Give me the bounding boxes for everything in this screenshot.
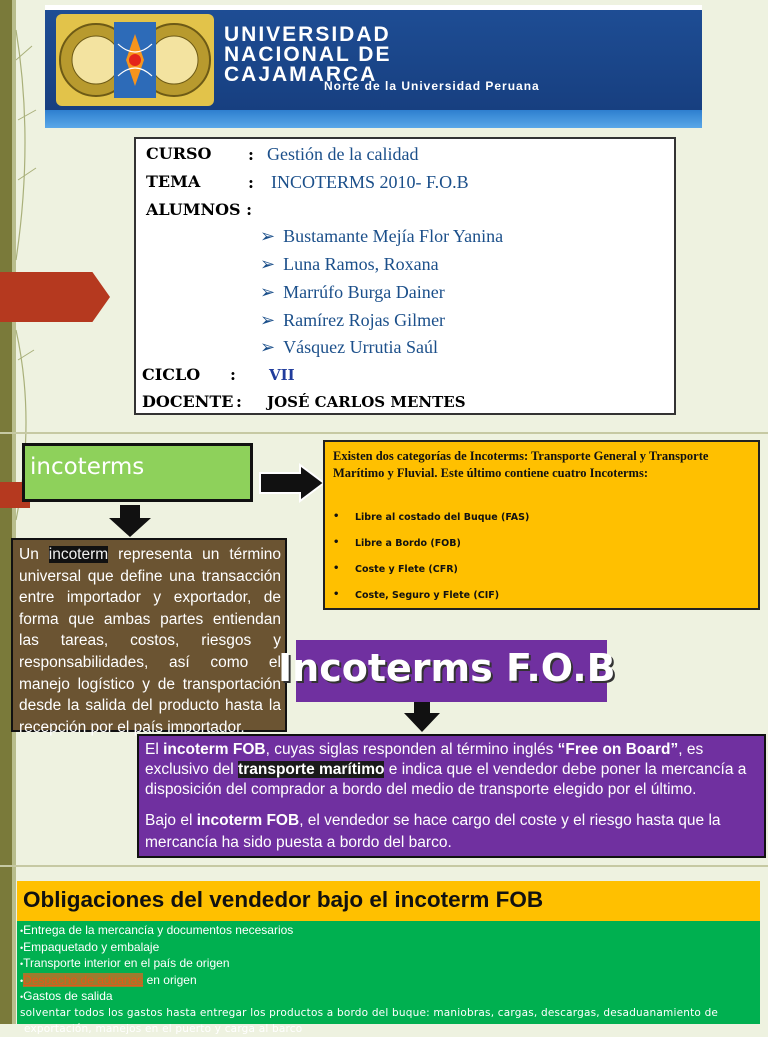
ciclo-row: CICLO xyxy=(142,365,200,384)
student-item: ➢ Marrúfo Burga Dainer xyxy=(260,282,445,303)
categories-box: Existen dos categorías de Incoterms: Tra… xyxy=(323,440,760,610)
incoterms-title: incoterms xyxy=(30,454,145,480)
ciclo-value: VII xyxy=(269,366,295,384)
student-name: Bustamante Mejía Flor Yanina xyxy=(283,226,504,246)
left-decorative-strip xyxy=(12,0,16,1024)
arrow-bullet-icon: ➢ xyxy=(260,226,276,246)
banner-strip xyxy=(45,110,702,128)
definition-text: Un incoterm representa un término univer… xyxy=(19,544,281,738)
list-item: solventar todos los gastos hasta entrega… xyxy=(20,1006,719,1019)
tema-value-group: : INCOTERMS 2010- F.O.B xyxy=(248,172,469,193)
obligations-title: Obligaciones del vendedor bajo el incote… xyxy=(23,887,544,912)
tema-label: TEMA xyxy=(146,172,201,191)
list-item: Coste, Seguro y Flete (CIF) xyxy=(333,589,529,616)
categories-intro: Existen dos categorías de Incoterms: Tra… xyxy=(333,449,709,480)
fob-paragraph-2: Bajo el incoterm FOB, el vendedor se hac… xyxy=(145,810,757,854)
fob-title: Incoterms F.O.B xyxy=(278,646,616,690)
curso-sep: : xyxy=(248,145,254,164)
list-item: Transporte interior en el país de origen xyxy=(20,956,718,973)
obligations-box: Entrega de la mercancía y documentos nec… xyxy=(17,921,760,1035)
text-run: e indica que el vendedor debe poner la m… xyxy=(145,761,747,798)
despacho-aduanas-link[interactable]: Despacho de aduanas xyxy=(23,972,144,987)
definition-body: representa un término universal que defi… xyxy=(19,546,281,736)
list-item: Libre al costado del Buque (FAS) xyxy=(333,511,529,538)
list-item: Despacho de aduanas en origen xyxy=(20,972,718,990)
arrow-bullet-icon: ➢ xyxy=(260,282,276,302)
ciclo-value-group: : VII xyxy=(230,365,295,384)
text-run-bold: incoterm FOB xyxy=(196,812,300,829)
red-tab-decoration xyxy=(0,272,110,322)
decorative-curves xyxy=(15,29,37,721)
university-subtitle: Norte de la Universidad Peruana xyxy=(324,79,540,93)
categories-list: Libre al costado del Buque (FAS) Libre a… xyxy=(333,511,529,616)
text-run-bold: incoterm FOB xyxy=(163,741,266,758)
course-info-card: CURSO : Gestión de la calidad TEMA : INC… xyxy=(134,137,676,415)
curso-label: CURSO xyxy=(146,144,212,163)
arrow-bullet-icon: ➢ xyxy=(260,310,276,330)
definition-keyword: incoterm xyxy=(48,546,109,563)
student-item: ➢ Bustamante Mejía Flor Yanina xyxy=(260,226,503,247)
fob-title-box: Incoterms F.O.B xyxy=(278,640,616,702)
docente-sep: : xyxy=(236,392,242,411)
docente-value: JOSÉ CARLOS MENTES xyxy=(267,393,466,411)
student-item: ➢ Luna Ramos, Roxana xyxy=(260,254,439,275)
alumnos-label: ALUMNOS : xyxy=(146,200,253,219)
slide-separator xyxy=(0,432,768,434)
definition-prefix: Un xyxy=(19,546,49,563)
list-item: Entrega de la mercancía y documentos nec… xyxy=(20,923,718,940)
text-run: , cuyas siglas responden al término ingl… xyxy=(265,741,558,758)
obligations-list: Entrega de la mercancía y documentos nec… xyxy=(20,923,718,1037)
tema-value: INCOTERMS 2010- F.O.B xyxy=(271,172,469,192)
alumnos-row: ALUMNOS : xyxy=(146,200,252,219)
text-run: en origen xyxy=(143,972,197,987)
list-item: Coste y Flete (CFR) xyxy=(333,563,529,590)
docente-label: DOCENTE xyxy=(142,392,234,411)
left-decorative-bar xyxy=(0,0,12,1024)
text-run-bold: “Free on Board” xyxy=(557,741,679,758)
docente-row: DOCENTE xyxy=(142,392,233,411)
student-item: ➢ Vásquez Urrutia Saúl xyxy=(260,337,438,358)
text-run-highlight: transporte marítimo xyxy=(238,761,385,778)
arrow-bullet-icon: ➢ xyxy=(260,337,276,357)
incoterms-title-box: incoterms xyxy=(22,443,253,502)
ciclo-sep: : xyxy=(230,365,236,384)
slide-separator xyxy=(0,865,768,867)
docente-value-group: : JOSÉ CARLOS MENTES xyxy=(236,392,466,411)
student-name: Luna Ramos, Roxana xyxy=(283,254,439,274)
curso-value-group: : Gestión de la calidad xyxy=(248,144,418,165)
university-title: UNIVERSIDAD NACIONAL DE CAJAMARCA xyxy=(224,23,392,86)
list-item: Empaquetado y embalaje xyxy=(20,940,718,957)
arrow-bullet-icon: ➢ xyxy=(260,254,276,274)
arrow-down-icon xyxy=(109,505,151,537)
fob-description-box: El incoterm FOB, cuyas siglas responden … xyxy=(137,734,766,858)
ciclo-label: CICLO xyxy=(142,365,201,384)
student-name: Ramírez Rojas Gilmer xyxy=(283,310,446,330)
text-run: El xyxy=(145,741,164,758)
arrow-right-icon xyxy=(259,463,326,503)
tema-row: TEMA xyxy=(146,172,200,191)
student-item: ➢ Ramírez Rojas Gilmer xyxy=(260,310,445,331)
text-run: Bajo el xyxy=(145,812,197,829)
tema-sep: : xyxy=(248,173,254,192)
list-item: Libre a Bordo (FOB) xyxy=(333,537,529,564)
fob-paragraph-1: El incoterm FOB, cuyas siglas responden … xyxy=(145,740,757,800)
curso-row: CURSO xyxy=(146,144,211,163)
obligations-title-box: Obligaciones del vendedor bajo el incote… xyxy=(17,881,760,921)
text-run: , es exclusivo del xyxy=(145,741,704,778)
university-seal-icon xyxy=(56,14,214,106)
text-run: , el vendedor se hace cargo del coste y … xyxy=(145,812,721,851)
arrow-down-icon xyxy=(404,698,440,732)
student-name: Vásquez Urrutia Saúl xyxy=(283,337,439,357)
definition-box: Un incoterm representa un término univer… xyxy=(11,538,287,736)
student-name: Marrúfo Burga Dainer xyxy=(283,282,445,302)
curso-value: Gestión de la calidad xyxy=(267,144,419,164)
list-item: Gastos de salida xyxy=(20,989,718,1006)
